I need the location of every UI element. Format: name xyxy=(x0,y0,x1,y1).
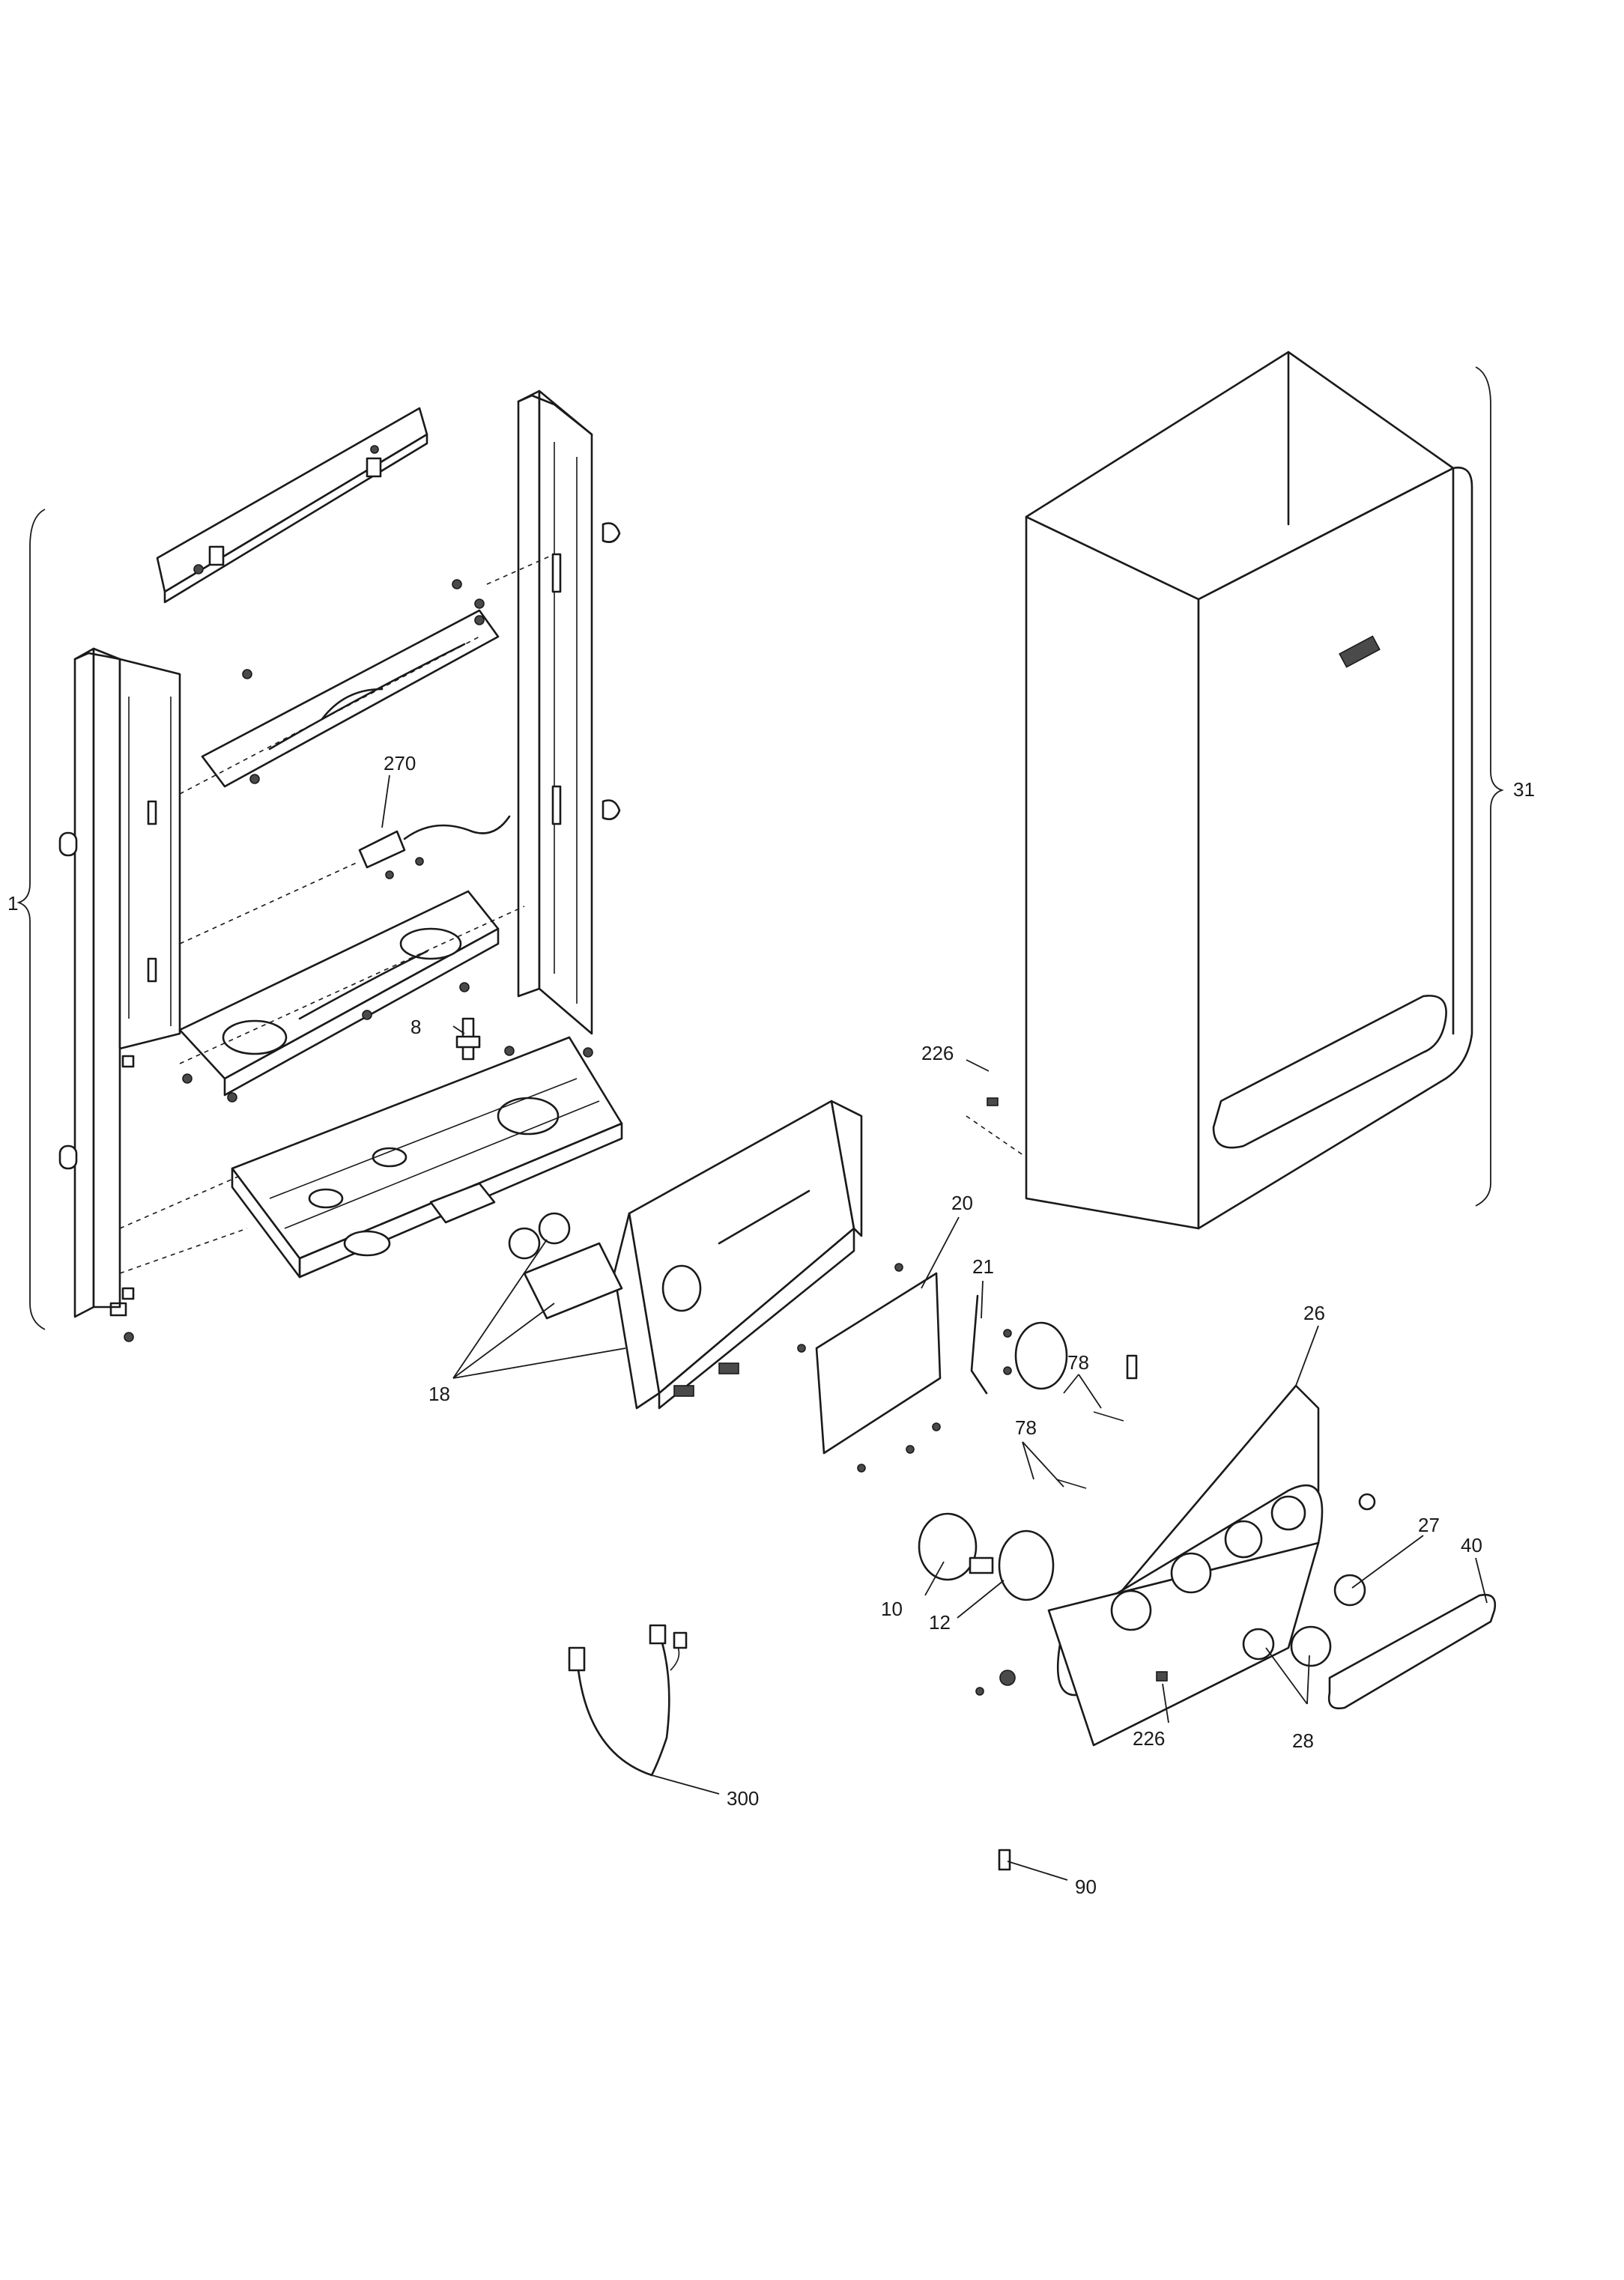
chassis-frame xyxy=(58,389,623,1342)
part-number-labels: 1 31 270 8 226 18 20 21 26 78 78 27 40 1… xyxy=(7,752,1535,1898)
control-fascia xyxy=(918,1384,1497,1747)
label-fuse: 90 xyxy=(1075,1876,1097,1898)
label-springs-upper: 78 xyxy=(1067,1351,1089,1374)
label-clip-base: 226 xyxy=(1133,1727,1165,1750)
outer-casing xyxy=(966,351,1473,1230)
label-cable-bracket: 21 xyxy=(972,1255,994,1278)
label-knobs: 28 xyxy=(1292,1729,1314,1752)
label-casing: 31 xyxy=(1513,778,1535,801)
screws-pcb xyxy=(797,1263,941,1473)
label-glands: 18 xyxy=(428,1383,450,1405)
screws-frame xyxy=(124,579,593,1342)
fuse xyxy=(998,1849,1011,1871)
label-frame: 1 xyxy=(7,892,18,915)
label-knob: 27 xyxy=(1418,1514,1440,1536)
label-sensor-bracket: 270 xyxy=(384,752,416,774)
label-clock: 10 xyxy=(881,1598,903,1620)
label-control-housing: 20 xyxy=(951,1192,973,1214)
label-pressure-gauge: 12 xyxy=(929,1611,951,1634)
leader-lines xyxy=(16,366,1504,1881)
label-clip-casing: 226 xyxy=(921,1042,954,1064)
label-cover: 40 xyxy=(1461,1534,1482,1556)
label-harness: 300 xyxy=(727,1787,759,1810)
wiring-harness xyxy=(568,1624,688,1777)
control-housing xyxy=(508,1100,1138,1489)
label-springs-lower: 78 xyxy=(1015,1416,1037,1439)
label-fascia: 26 xyxy=(1303,1302,1325,1324)
label-valve: 8 xyxy=(410,1016,421,1038)
